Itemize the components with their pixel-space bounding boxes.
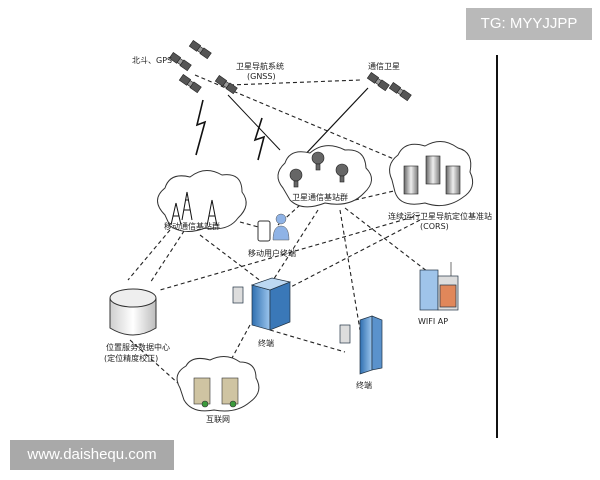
satellite-dish-icon bbox=[289, 151, 349, 188]
label-satellite-base: 卫星通信基站群 bbox=[292, 192, 348, 202]
lightning-bolt-right bbox=[253, 117, 266, 161]
cors-station-icon bbox=[403, 155, 461, 195]
label-cors: 连续运行卫星导航定位基准站 bbox=[388, 211, 492, 221]
label-data-center: 位置服务数据中心 bbox=[106, 342, 170, 352]
tower-icon bbox=[170, 191, 218, 227]
label-beidou: 北斗、GPS bbox=[132, 56, 172, 65]
gnss-link-solid bbox=[227, 94, 281, 151]
label-gnss-abbr: (GNSS) bbox=[247, 72, 276, 81]
satellite-icon bbox=[168, 39, 412, 102]
building-icon bbox=[339, 315, 383, 375]
label-wifi: WIFI AP bbox=[418, 317, 448, 326]
watermark-site: www.daishequ.com bbox=[10, 440, 174, 470]
label-comm-satellite: 通信卫星 bbox=[368, 61, 400, 71]
label-internet: 互联网 bbox=[206, 415, 230, 424]
wifi-ap-icon bbox=[419, 262, 459, 311]
label-gnss: 卫星导航系统 bbox=[236, 61, 284, 71]
label-terminal-1: 终端 bbox=[258, 338, 274, 348]
database-icon bbox=[109, 288, 157, 336]
label-mobile-user: 移动用户终端 bbox=[248, 248, 296, 258]
lightning-bolt-left bbox=[195, 99, 207, 156]
building-icon bbox=[232, 277, 292, 331]
label-terminal-2: 终端 bbox=[356, 380, 372, 390]
comm-satellite-link bbox=[299, 87, 369, 161]
mobile-user-icon bbox=[257, 213, 290, 242]
watermark-tg: TG: MYYJJPP bbox=[466, 8, 592, 40]
server-icon bbox=[193, 377, 239, 408]
label-data-center-sub: (定位精度校正) bbox=[104, 353, 158, 363]
label-mobile-base: 移动通信基站群 bbox=[164, 221, 220, 231]
label-cors-abbr: (CORS) bbox=[420, 222, 449, 231]
